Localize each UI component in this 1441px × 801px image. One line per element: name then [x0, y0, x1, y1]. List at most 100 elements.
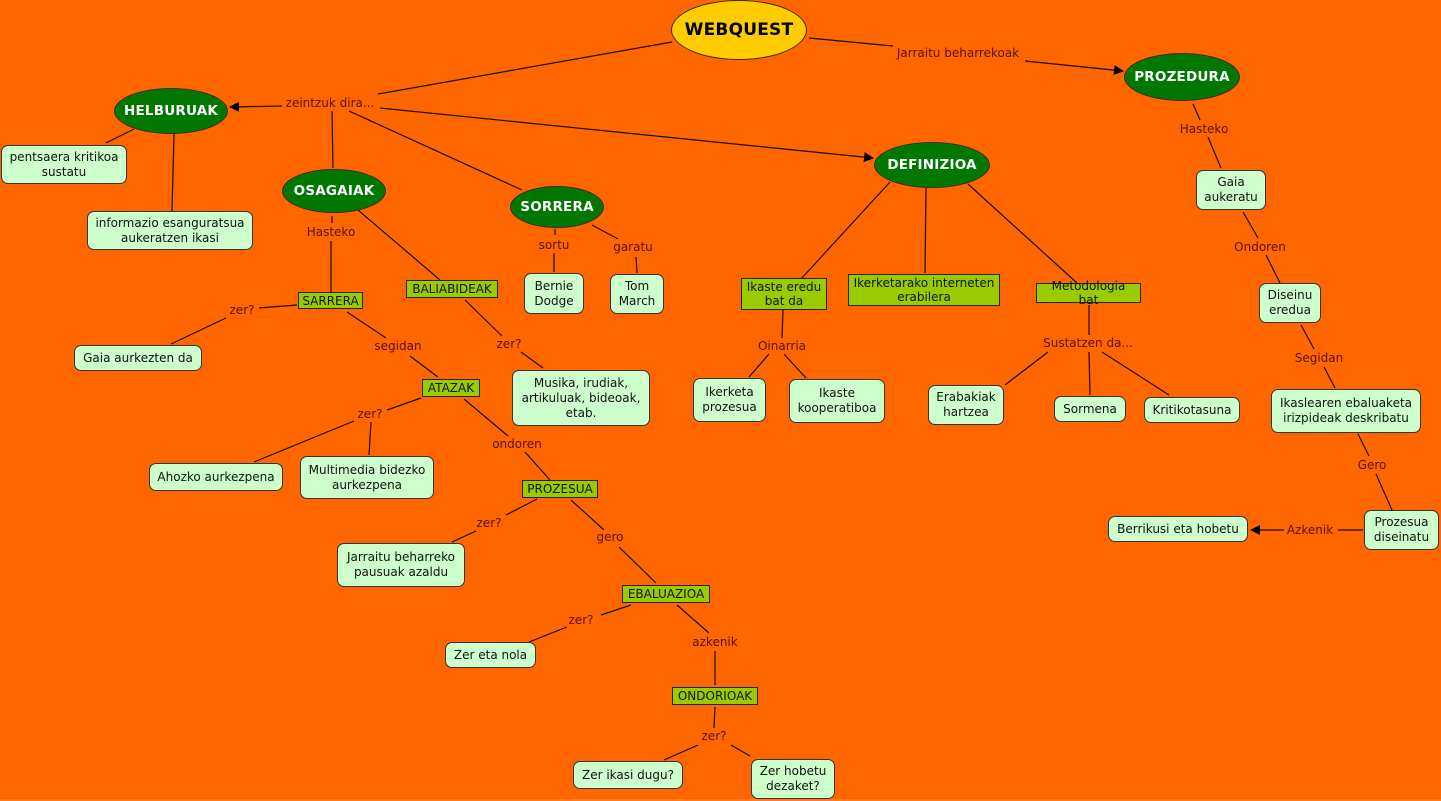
- connector: [1242, 211, 1259, 239]
- link-label: gero: [595, 530, 625, 544]
- metodologia-node[interactable]: Metodologia bat: [1036, 279, 1141, 307]
- sorrera-node[interactable]: SORRERA: [510, 186, 604, 228]
- connector: [1357, 433, 1370, 457]
- link-label: Gero: [1356, 458, 1388, 472]
- link-label: zer?: [228, 303, 256, 317]
- prozesua-node[interactable]: PROZESUA: [522, 480, 598, 498]
- link-label: segidan: [373, 339, 423, 353]
- connector: [600, 604, 632, 616]
- gaia-aurkezten-node[interactable]: Gaia aurkezten da: [74, 345, 202, 371]
- berrikusi-node[interactable]: Berrikusi eta hobetu: [1108, 516, 1248, 542]
- bottom-edge: [0, 799, 1441, 801]
- link-label: Segidan: [1293, 351, 1345, 365]
- connector: [1207, 136, 1222, 169]
- connector: [451, 530, 477, 543]
- tom-march-node[interactable]: Tom March: [610, 274, 664, 314]
- connector: [170, 317, 227, 345]
- bernie-dodge-node[interactable]: Bernie Dodge: [524, 273, 584, 314]
- connector: [386, 397, 422, 411]
- ikaste-eredu-node[interactable]: Ikaste eredu bat da: [741, 278, 827, 310]
- link-label: Oinarria: [756, 339, 808, 353]
- atazak-node[interactable]: ATAZAK: [422, 379, 480, 397]
- link-label: zer?: [567, 613, 595, 627]
- connector: [377, 41, 673, 95]
- connector: [379, 107, 874, 163]
- connector: [781, 309, 784, 339]
- connector: [1265, 254, 1281, 284]
- ikerketarako-node[interactable]: Ikerketarako interneten erabilera: [848, 274, 1000, 306]
- link-label: Hasteko: [1178, 122, 1230, 136]
- link-label: azkenik: [691, 635, 739, 649]
- connector: [1088, 351, 1091, 396]
- connector: [505, 498, 538, 516]
- link-label: Hasteko: [305, 225, 357, 239]
- connector: [1323, 366, 1336, 389]
- ikaslearen-node[interactable]: Ikaslearen ebaluaketa irizpideak deskrib…: [1271, 389, 1421, 433]
- musika-node[interactable]: Musika, irudiak, artikuluak, bideoak, et…: [512, 370, 650, 426]
- connector: [730, 744, 751, 757]
- ebaluazioa-node[interactable]: EBALUAZIOA: [622, 585, 710, 603]
- connector: [357, 209, 441, 281]
- gaia-aukeratu-node[interactable]: Gaia aukeratu: [1196, 170, 1266, 210]
- multimedia-node[interactable]: Multimedia bidezko aurkezpena: [300, 456, 434, 499]
- connector: [229, 101, 283, 112]
- definizioa-node[interactable]: DEFINIZIOA: [874, 142, 990, 188]
- helburuak-node[interactable]: HELBURUAK: [114, 88, 228, 134]
- connector: [171, 133, 175, 212]
- ondorioak-node[interactable]: ONDORIOAK: [672, 687, 758, 705]
- osagaiak-node[interactable]: OSAGAIAK: [282, 169, 386, 213]
- connector: [1024, 60, 1124, 76]
- zer-ikasi-node[interactable]: Zer ikasi dugu?: [573, 761, 683, 789]
- prozedura-node[interactable]: PROZEDURA: [1124, 53, 1240, 101]
- connector: [528, 626, 568, 643]
- sormena-node[interactable]: Sormena: [1054, 396, 1126, 422]
- connector: [368, 421, 372, 456]
- connector: [924, 187, 927, 274]
- connector: [258, 304, 298, 309]
- webquest-node[interactable]: WEBQUEST: [671, 0, 807, 60]
- connector: [808, 37, 894, 47]
- connector: [409, 355, 439, 378]
- connector: [1004, 351, 1049, 386]
- ahozko-node[interactable]: Ahozko aurkezpena: [149, 463, 283, 491]
- connector: [663, 744, 699, 761]
- link-label: zer?: [475, 516, 503, 530]
- pentsaera-node[interactable]: pentsaera kritikoa sustatu: [1, 145, 127, 184]
- connector: [331, 110, 334, 169]
- connector: [676, 604, 710, 634]
- connector: [1300, 324, 1315, 350]
- link-label: Ondoren: [1233, 240, 1287, 254]
- ikaste-kooperatiboa-node[interactable]: Ikaste kooperatiboa: [789, 379, 885, 423]
- zer-eta-nola-node[interactable]: Zer eta nola: [445, 642, 536, 668]
- link-label: sortu: [537, 238, 571, 252]
- informazio-node[interactable]: informazio esanguratsua aukeratzen ikasi: [87, 211, 253, 250]
- connector: [618, 546, 657, 584]
- connector: [1192, 103, 1201, 121]
- connector: [591, 224, 619, 240]
- diseinu-eredua-node[interactable]: Diseinu eredua: [1259, 283, 1321, 323]
- connector: [524, 451, 551, 481]
- connector: [570, 499, 605, 531]
- link-label: garatu: [612, 240, 654, 254]
- connector: [967, 183, 1078, 284]
- link-label: zer?: [700, 729, 728, 743]
- erabakiak-node[interactable]: Erabakiak hartzea: [928, 385, 1004, 425]
- baliabideak-node[interactable]: BALIABIDEAK: [406, 280, 498, 298]
- link-label: zer?: [356, 407, 384, 421]
- connector: [800, 181, 891, 280]
- connector: [463, 398, 509, 437]
- sarrera-node[interactable]: SARRERA: [298, 292, 363, 309]
- zer-hobetu-node[interactable]: Zer hobetu dezaket?: [751, 759, 835, 799]
- kritikotasuna-node[interactable]: Kritikotasuna: [1144, 397, 1240, 423]
- connector: [520, 351, 544, 369]
- link-label: zeintzuk dira...: [284, 96, 376, 110]
- ikerketa-prozesua-node[interactable]: Ikerketa prozesua: [693, 378, 766, 422]
- connector: [1375, 473, 1393, 511]
- link-label: Jarraitu beharrekoak: [895, 46, 1021, 60]
- connector: [253, 420, 355, 463]
- connector: [464, 299, 503, 337]
- prozesua-diseinatu-node[interactable]: Prozesua diseinatu: [1364, 510, 1439, 550]
- jarraitu-pausuak-node[interactable]: Jarraitu beharreko pausuak azaldu: [337, 543, 465, 587]
